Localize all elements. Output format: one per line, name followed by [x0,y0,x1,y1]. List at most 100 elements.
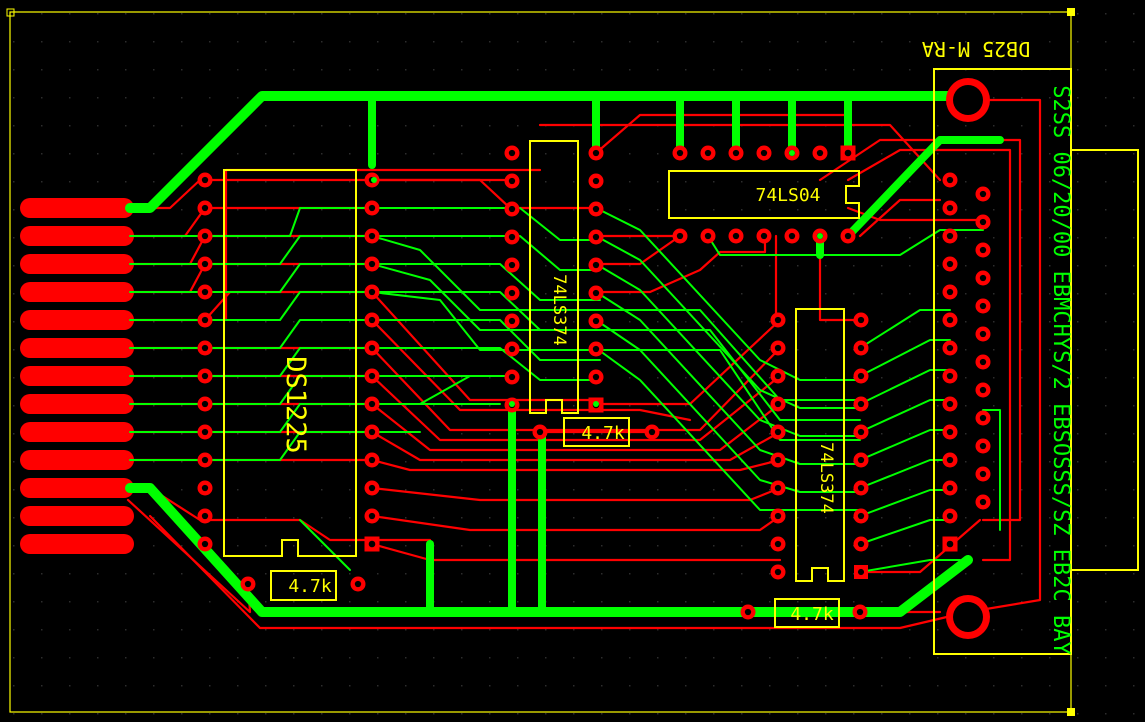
u-top-pin [728,145,744,161]
u-top-pin [756,145,772,161]
u-right-label: 74LS374 [816,442,836,514]
u-right-pin [770,508,786,524]
u-right-pin1 [854,565,868,579]
db25-pin [942,312,958,328]
u-top-pin [812,145,828,161]
u-left-pin [197,228,213,244]
db25-pin [975,354,991,370]
u-top-pin [672,228,688,244]
db25-pin [975,214,991,230]
u-right-pin [853,424,869,440]
r-left-outline [270,570,337,601]
u-mid-pin [588,341,604,357]
u-left-pin [364,396,380,412]
resistor-pad [644,424,660,440]
u-left-pin [197,312,213,328]
db25-pin [975,270,991,286]
u-mid-pin [504,173,520,189]
u-left-pin [197,340,213,356]
u-right-pin [853,536,869,552]
u-top-pin [700,145,716,161]
u-mid-pin [588,369,604,385]
edge-finger [20,338,134,358]
u-left-pin1 [364,536,380,552]
u-top-outline [668,170,860,219]
u-mid-pin [504,145,520,161]
via [509,401,515,407]
db25-outline [933,68,1072,655]
db25-pin [942,200,958,216]
u-right-pin [770,564,786,580]
u-mid-pin [504,257,520,273]
db25-pin [975,298,991,314]
resistor-pad [852,604,868,620]
r-mid-label: 4.7k [581,423,625,444]
edge-finger [20,310,134,330]
u-left-label: DS1225 [280,356,311,454]
u-left-pin [364,340,380,356]
u-left-pin [364,424,380,440]
edge-finger [20,366,134,386]
u-mid-pin [588,257,604,273]
db25-pin [975,186,991,202]
edge-finger [20,282,134,302]
u-left-pin [197,172,213,188]
u-left-pin [197,536,213,552]
edge-finger [20,506,134,526]
u-mid-pin [504,201,520,217]
edge-finger [20,534,134,554]
u-top-pin [728,228,744,244]
u-right-pin [853,368,869,384]
db25-pin [942,508,958,524]
u-top-pin1 [840,145,856,161]
db25-pin [942,424,958,440]
edge-finger [20,478,134,498]
edge-finger [20,450,134,470]
db25-pin [942,480,958,496]
u-top-pin [784,228,800,244]
db25-pin [942,256,958,272]
u-left-pin [197,480,213,496]
db25-pin [975,410,991,426]
db25-mounting-hole [946,595,990,639]
u-top-label: 74LS04 [755,185,820,206]
u-left-pin [364,368,380,384]
edge-finger [20,198,134,218]
u-mid-pin [504,341,520,357]
u-right-pin [853,340,869,356]
u-left-pin [197,284,213,300]
u-left-pin [197,396,213,412]
u-mid-pin [588,285,604,301]
u-right-pin [853,396,869,412]
u-mid-pin [504,285,520,301]
u-mid-pin [504,313,520,329]
via [817,233,823,239]
u-left-pin [197,452,213,468]
ds1225-outline [223,169,357,557]
edge-finger [20,254,134,274]
resistor-pad [740,604,756,620]
via [789,150,795,156]
u-right-pin [853,452,869,468]
db25-pin [942,396,958,412]
db25-mounting-hole [946,78,990,122]
db25-pin [942,340,958,356]
u-left-pin [197,200,213,216]
db25-pin [942,452,958,468]
u-mid-label: 74LS374 [549,274,569,346]
u-left-pin [364,508,380,524]
u-top-pin [700,228,716,244]
u-top-pin [672,145,688,161]
db25-pin [942,228,958,244]
db25-pin [975,438,991,454]
connector-side-text: S2SS 06/20/00 EBMCHYS/2 EBSOSSS/SZ EB2C … [1048,85,1073,655]
db25-pin [975,466,991,482]
db25-shell [1071,149,1139,571]
resistor-pad [240,576,256,592]
u-right-pin [770,424,786,440]
component-pads [197,78,991,639]
edge-finger [20,226,134,246]
u-left-pin [197,424,213,440]
u-left-pin [197,256,213,272]
